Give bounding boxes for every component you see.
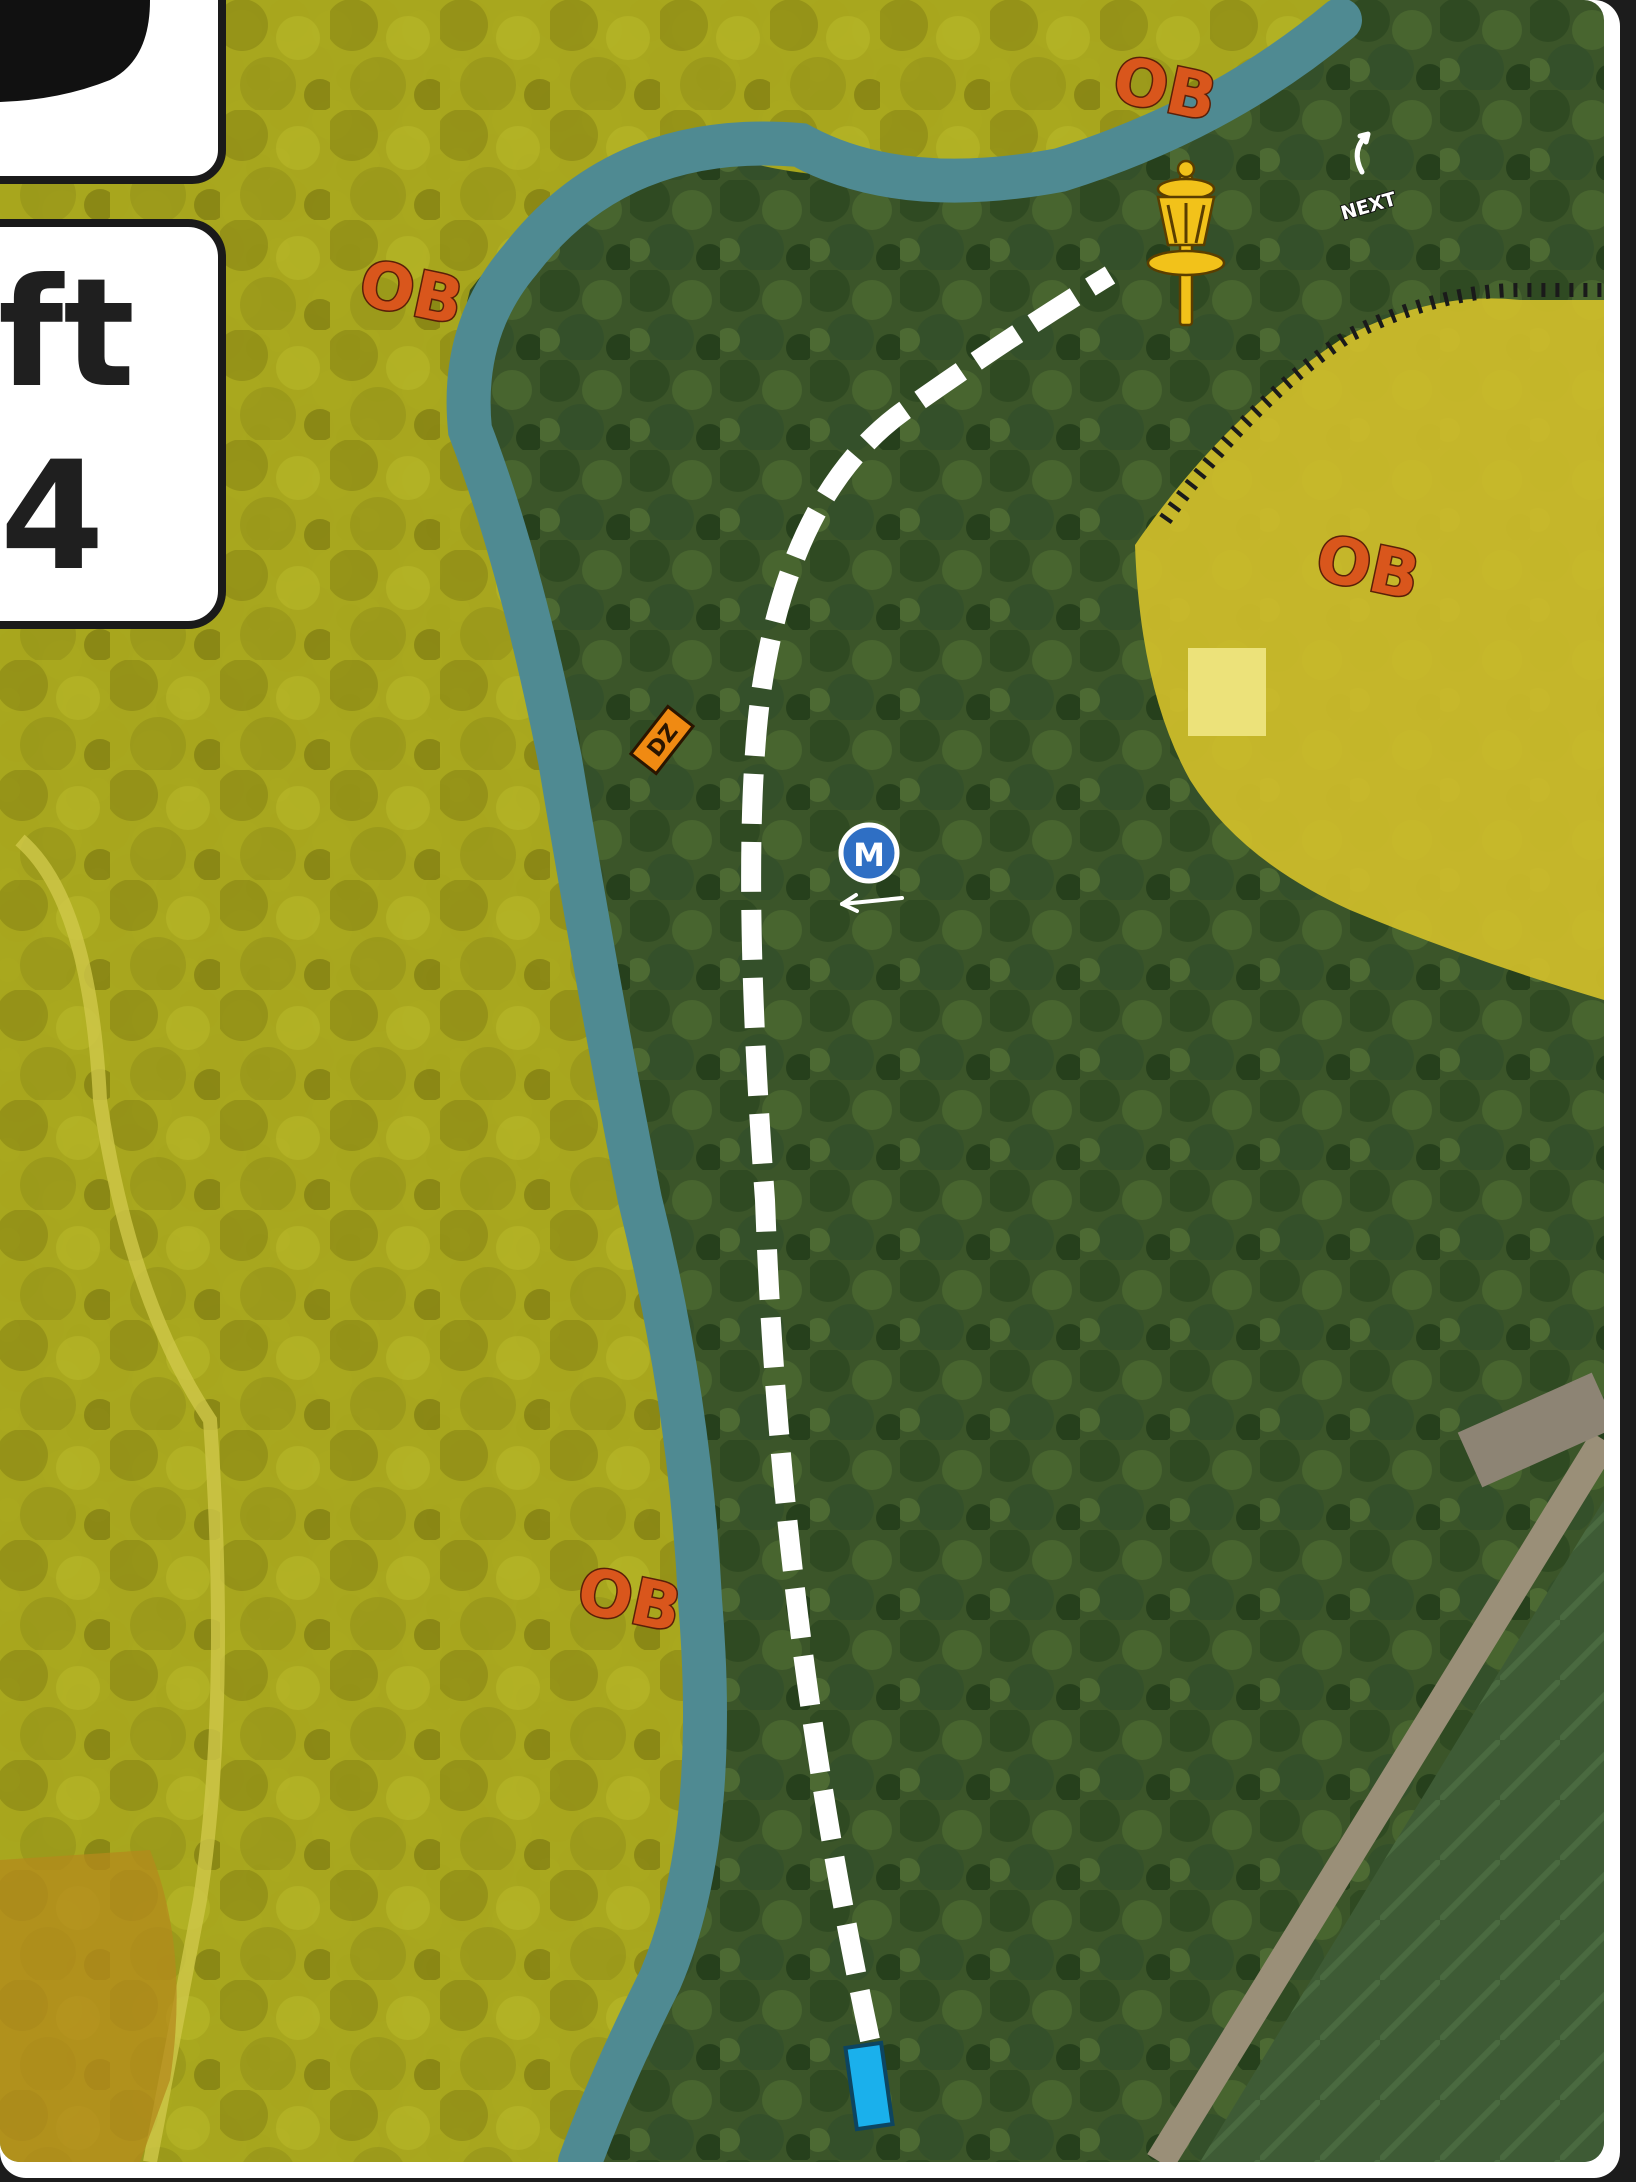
bare-patch <box>0 1850 177 2162</box>
ob-fence <box>1159 283 1604 525</box>
creek <box>446 0 1362 2162</box>
ob-zone-right <box>1135 298 1604 1000</box>
hole-number-panel <box>0 0 226 184</box>
ob-label-left-top: OB <box>353 246 469 340</box>
next-arrow-icon <box>1354 131 1371 175</box>
fairway-line <box>741 266 1116 2043</box>
building <box>1188 648 1266 736</box>
ob-zone-left <box>0 0 1340 2162</box>
basket-icon <box>1146 159 1226 327</box>
mando-label: M <box>853 836 885 874</box>
mando-arrow-icon <box>840 893 904 913</box>
gravel-lot <box>1457 1372 1604 1488</box>
tee-pad <box>843 2040 895 2132</box>
field-area <box>1200 1500 1604 2162</box>
distance-unit-label: ft <box>0 247 135 421</box>
gravel-road <box>1147 1432 1604 2162</box>
trail-line <box>15 834 225 2162</box>
mando-marker: M <box>838 822 904 913</box>
hole-number-badge <box>0 0 150 102</box>
hole-info-panel: ft 4 <box>0 219 226 629</box>
par-value: 4 <box>0 430 104 604</box>
